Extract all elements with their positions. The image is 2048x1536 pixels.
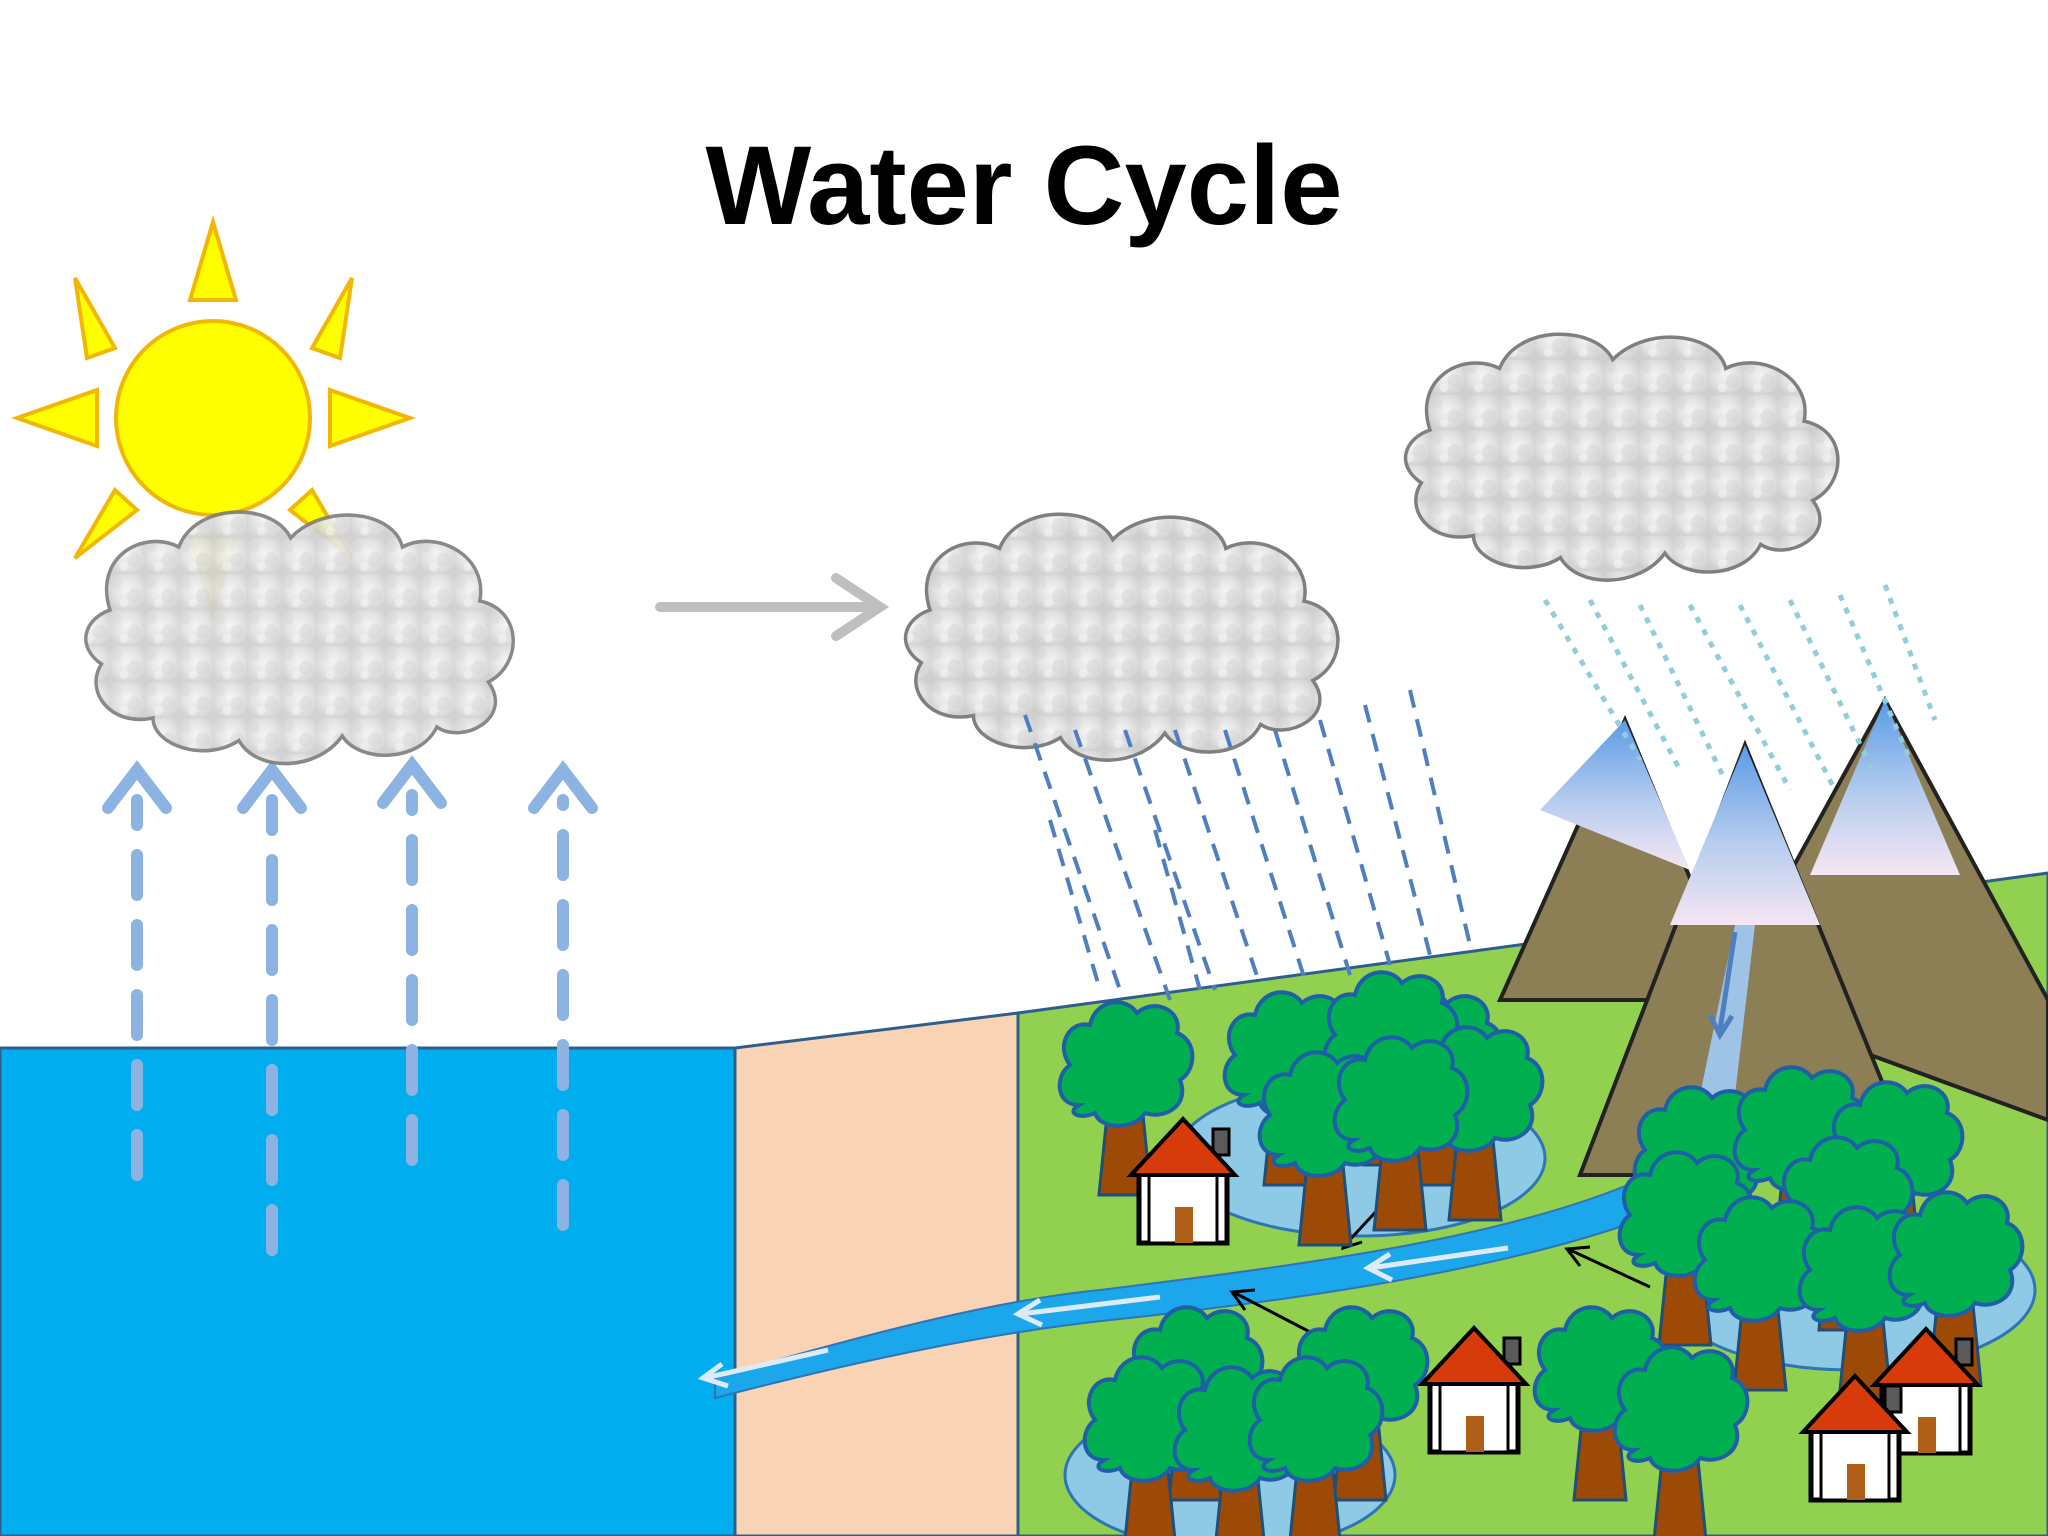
arrow-icon (1717, 931, 1738, 1031)
evaporation-arrows (102, 755, 598, 1256)
cloud-icon (84, 510, 516, 766)
arrow-icon (377, 755, 447, 1166)
cloud-icon (1403, 332, 1840, 582)
rain (1023, 689, 1472, 1001)
arrow-icon (1569, 1248, 1651, 1289)
beach (733, 1011, 1020, 1536)
arrow-icon (655, 573, 890, 641)
arrow-icon (102, 760, 172, 1181)
arrow-icon (704, 1347, 829, 1381)
arrow-icon (1019, 1294, 1161, 1317)
meltwater-stream (1700, 925, 1755, 1095)
snowfall (1542, 584, 1938, 792)
arrow-icon (1234, 1291, 1311, 1334)
ocean (0, 1046, 737, 1536)
arrow-icon (237, 760, 307, 1256)
arrow-icon (1369, 1245, 1509, 1271)
arrow-icon (528, 760, 598, 1231)
river-flow-arrows (697, 1245, 1509, 1389)
diagram-title: Water Cycle (705, 123, 1343, 248)
cloud-icon (903, 512, 1340, 762)
